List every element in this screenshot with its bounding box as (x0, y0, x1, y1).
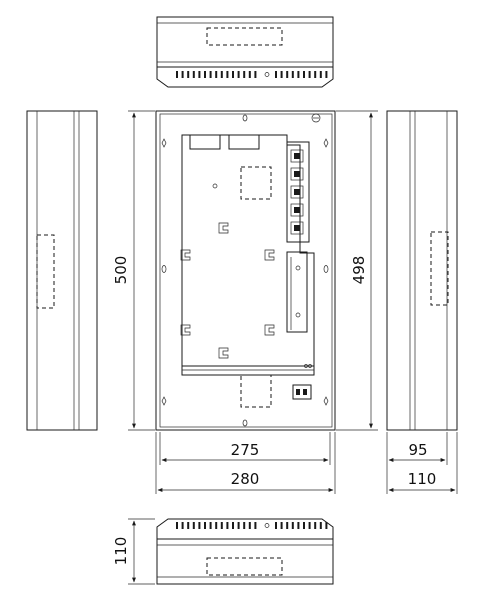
vent-slot (226, 522, 229, 529)
vent-slot (220, 71, 223, 78)
vent-center-hole (264, 523, 270, 528)
vent-slot (254, 71, 257, 78)
vent-slot (181, 71, 184, 78)
terminal-block (290, 203, 304, 217)
vent-slot (176, 71, 178, 78)
clip (264, 324, 275, 336)
ground-symbol (311, 113, 321, 123)
dimension-label-500: 500 (112, 256, 130, 285)
vent-slot (280, 522, 283, 529)
dimension-bottom-depth: 110 (112, 518, 155, 585)
terminal-block (290, 221, 304, 235)
vent-slot (308, 522, 311, 529)
dimension-label-bottom-110: 110 (112, 537, 130, 566)
vent-slot (209, 71, 212, 78)
vent-slot (220, 522, 223, 529)
vent-slot (303, 71, 305, 78)
vent-slot (243, 522, 246, 529)
dimension-width: 275 280 (155, 432, 336, 494)
dimension-depth: 95 110 (386, 432, 458, 494)
vent-slot (248, 522, 251, 529)
vent-slot (204, 71, 206, 78)
vent-slot (204, 522, 206, 529)
vent-slot (192, 71, 195, 78)
terminal-screw (294, 225, 300, 231)
mounting-clips (180, 222, 275, 359)
terminal-screw (294, 171, 300, 177)
vent-slot (280, 71, 283, 78)
dimension-label-95: 95 (408, 441, 427, 459)
vent-slot (248, 71, 251, 78)
dimension-label-498: 498 (350, 256, 368, 285)
vent-slot (237, 522, 240, 529)
clip (218, 347, 229, 359)
dimension-label-280: 280 (231, 470, 260, 488)
vent-slot (215, 71, 218, 78)
terminal-block (290, 167, 304, 181)
vent-slot (209, 522, 212, 529)
vent-slot (226, 71, 229, 78)
vent-slot (187, 522, 190, 529)
terminal-screw (294, 153, 300, 159)
terminal-block (290, 149, 304, 163)
vent-slot (319, 522, 322, 529)
vent-slot (325, 522, 328, 529)
vent-slot (303, 522, 305, 529)
vent-slot (243, 71, 246, 78)
vent-slot (291, 522, 294, 529)
dimension-label-110: 110 (408, 470, 437, 488)
bottom-view (156, 518, 334, 585)
vent-slot (297, 522, 300, 529)
vent-slot (325, 71, 328, 78)
vent-center-hole (264, 72, 270, 77)
right-side-view (386, 110, 458, 431)
vent-slot (275, 71, 277, 78)
vent-slot (232, 71, 234, 78)
vent-slot (314, 522, 317, 529)
vent-slot (192, 522, 195, 529)
vent-slot (232, 522, 234, 529)
vent-slot (286, 71, 289, 78)
dimension-height-outer: 500 (112, 110, 155, 431)
dimension-label-275: 275 (231, 441, 260, 459)
terminal-block-group (290, 149, 304, 235)
vent-slot (215, 522, 218, 529)
vent-slot (198, 522, 201, 529)
left-side-view (26, 110, 98, 431)
terminal-block (290, 185, 304, 199)
terminal-screw (294, 189, 300, 195)
front-view (155, 110, 336, 431)
top-vent-slots (176, 71, 328, 78)
vent-slot (254, 522, 257, 529)
vent-slot (308, 71, 311, 78)
vent-slot (176, 522, 178, 529)
vent-slot (286, 522, 289, 529)
vent-slot (237, 71, 240, 78)
vent-slot (198, 71, 201, 78)
bottom-vent-slots (176, 522, 328, 529)
vent-slot (187, 71, 190, 78)
dimension-height-inner: 498 (336, 110, 378, 431)
top-view (156, 16, 334, 88)
terminal-screw (294, 207, 300, 213)
vent-slot (181, 522, 184, 529)
clip (264, 249, 275, 261)
clip (218, 222, 229, 234)
vent-slot (314, 71, 317, 78)
vent-slot (275, 522, 277, 529)
clip (180, 324, 191, 336)
vent-slot (319, 71, 322, 78)
vent-slot (291, 71, 294, 78)
clip (180, 249, 191, 261)
vent-slot (297, 71, 300, 78)
